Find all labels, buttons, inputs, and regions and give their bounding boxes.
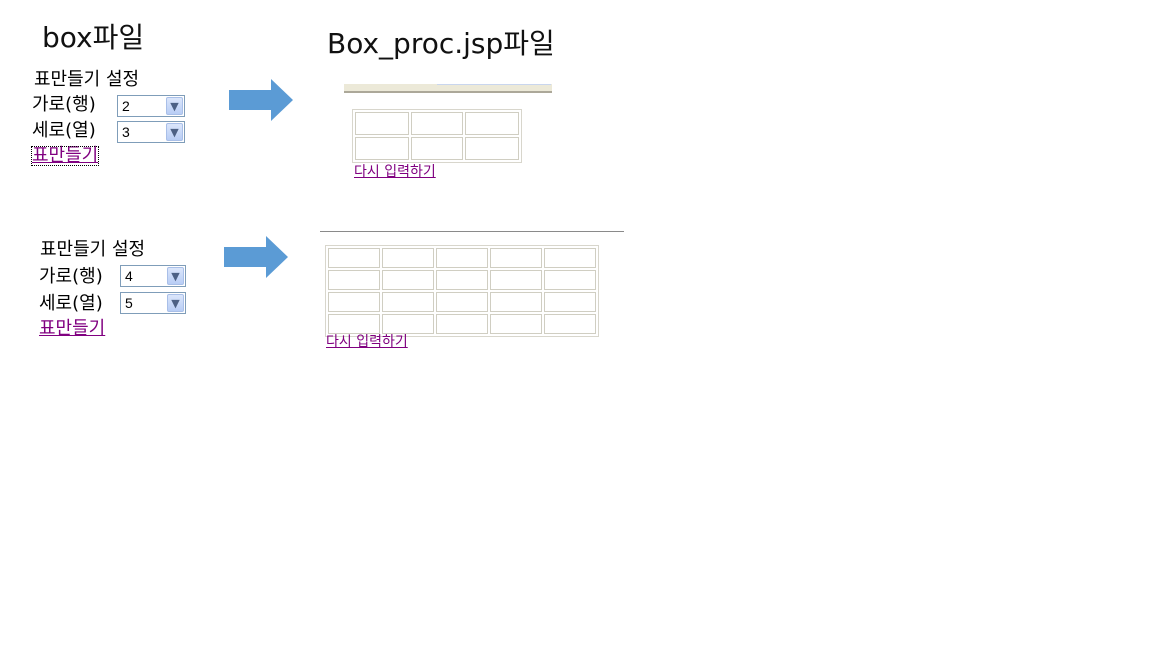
table-cell bbox=[490, 248, 542, 268]
window-edge bbox=[344, 84, 552, 93]
table-row bbox=[328, 292, 596, 312]
re-enter-link[interactable]: 다시 입력하기 bbox=[326, 334, 408, 350]
window-edge-highlight bbox=[437, 84, 551, 85]
row-count-select[interactable]: 4 ▼ bbox=[120, 265, 186, 287]
chevron-down-icon[interactable]: ▼ bbox=[167, 267, 184, 285]
table-cell bbox=[436, 292, 488, 312]
chevron-down-icon[interactable]: ▼ bbox=[166, 97, 183, 115]
table-cell bbox=[544, 248, 596, 268]
table-cell bbox=[355, 112, 409, 135]
right-arrow-icon bbox=[224, 236, 290, 278]
make-table-link[interactable]: 표만들기 bbox=[39, 318, 106, 339]
table-cell bbox=[382, 314, 434, 334]
chevron-down-icon[interactable]: ▼ bbox=[166, 123, 183, 141]
table-cell bbox=[382, 292, 434, 312]
table-cell bbox=[382, 248, 434, 268]
col-label: 세로(열) bbox=[32, 120, 96, 141]
row-count-value: 2 bbox=[122, 98, 130, 114]
table-cell bbox=[544, 270, 596, 290]
result-table bbox=[325, 245, 599, 337]
table-row bbox=[355, 137, 519, 160]
re-enter-link[interactable]: 다시 입력하기 bbox=[354, 164, 436, 180]
table-cell bbox=[411, 112, 463, 135]
box-proc-file-heading: Box_proc.jsp파일 bbox=[327, 27, 555, 60]
table-cell bbox=[411, 137, 463, 160]
col-label: 세로(열) bbox=[39, 293, 103, 314]
table-cell bbox=[465, 112, 519, 135]
table-cell bbox=[544, 292, 596, 312]
table-row bbox=[328, 314, 596, 334]
table-cell bbox=[328, 248, 380, 268]
col-count-select[interactable]: 5 ▼ bbox=[120, 292, 186, 314]
row-label: 가로(행) bbox=[39, 266, 103, 287]
table-cell bbox=[465, 137, 519, 160]
table-cell bbox=[436, 270, 488, 290]
table-cell bbox=[328, 314, 380, 334]
chevron-down-icon[interactable]: ▼ bbox=[167, 294, 184, 312]
table-cell bbox=[382, 270, 434, 290]
table-cell bbox=[355, 137, 409, 160]
table-cell bbox=[436, 248, 488, 268]
table-row bbox=[328, 270, 596, 290]
table-cell bbox=[436, 314, 488, 334]
row-label: 가로(행) bbox=[32, 94, 96, 115]
make-table-link[interactable]: 표만들기 bbox=[30, 145, 100, 166]
col-count-select[interactable]: 3 ▼ bbox=[117, 121, 185, 143]
form-title: 표만들기 설정 bbox=[40, 239, 146, 260]
result-table bbox=[352, 109, 522, 163]
table-row bbox=[355, 112, 519, 135]
table-cell bbox=[490, 270, 542, 290]
table-cell bbox=[490, 314, 542, 334]
table-row bbox=[328, 248, 596, 268]
row-count-select[interactable]: 2 ▼ bbox=[117, 95, 185, 117]
box-file-heading: box파일 bbox=[42, 21, 145, 54]
window-edge bbox=[320, 231, 624, 232]
table-cell bbox=[544, 314, 596, 334]
col-count-value: 3 bbox=[122, 124, 130, 140]
col-count-value: 5 bbox=[125, 295, 133, 311]
row-count-value: 4 bbox=[125, 268, 133, 284]
form-title: 표만들기 설정 bbox=[34, 69, 140, 90]
table-cell bbox=[490, 292, 542, 312]
right-arrow-icon bbox=[229, 79, 295, 121]
table-cell bbox=[328, 270, 380, 290]
table-cell bbox=[328, 292, 380, 312]
